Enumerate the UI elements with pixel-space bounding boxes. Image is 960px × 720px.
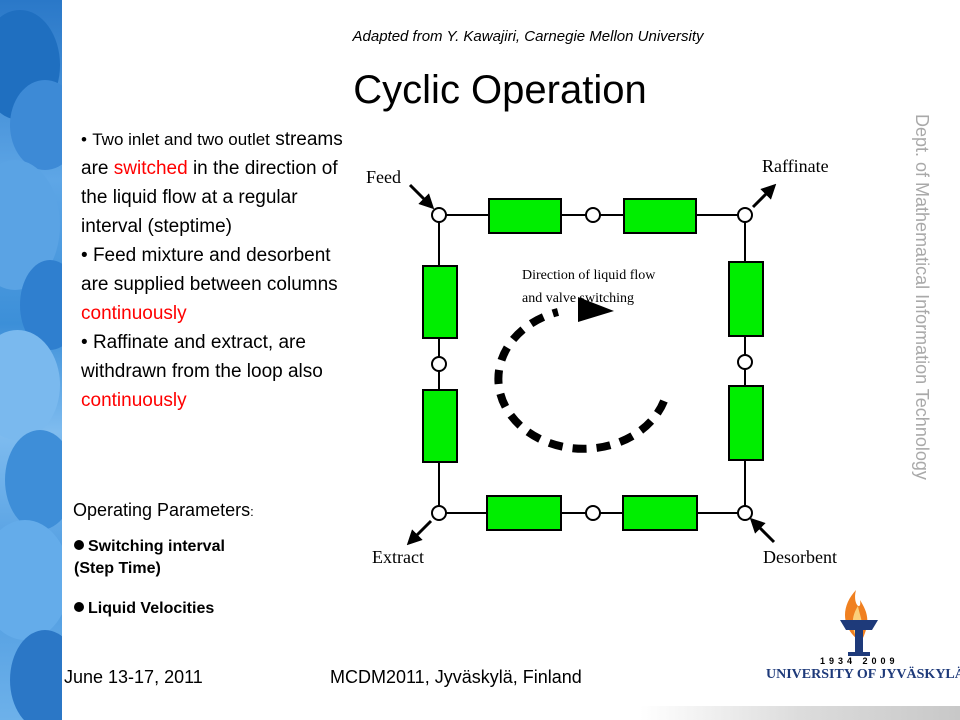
- footer-date: June 13-17, 2011: [64, 667, 203, 687]
- direction-label-line2: and valve switching: [522, 291, 634, 306]
- bullet-dot-icon: [74, 602, 84, 612]
- bullet-2-highlight: continuously: [81, 303, 187, 324]
- bullet-1-text-a: Two inlet and two outlet: [92, 130, 270, 149]
- valve: [431, 505, 447, 521]
- university-years: 1934 2009: [820, 656, 899, 666]
- footer-conference: MCDM2011, Jyväskylä, Finland: [330, 667, 582, 687]
- department-vertical-text: Dept. of Mathematical Information Techno…: [912, 114, 932, 480]
- direction-label-line1: Direction of liquid flow: [522, 268, 656, 283]
- params-heading: Operating Parameters:: [73, 500, 254, 521]
- torch-icon: [840, 620, 878, 656]
- valve: [431, 356, 447, 372]
- valve: [737, 354, 753, 370]
- raffinate-label: Raffinate: [762, 156, 829, 176]
- footer-decorative-bar: [640, 706, 960, 720]
- feed-label: Feed: [366, 167, 401, 187]
- column: [622, 495, 698, 531]
- desorbent-label: Desorbent: [763, 547, 837, 567]
- columns: [422, 198, 764, 531]
- bullet-dot-icon: [74, 540, 84, 550]
- valves: [431, 207, 753, 521]
- bullet-list: • Two inlet and two outlet streams are s…: [81, 125, 356, 415]
- bullet-3-highlight: continuously: [81, 390, 187, 411]
- column: [422, 389, 458, 463]
- valve: [431, 207, 447, 223]
- bullet-item-3: • Raffinate and extract, are withdrawn f…: [81, 328, 356, 415]
- param-item-switching: Switching interval (Step Time): [74, 536, 225, 580]
- circular-flow-arrow: [494, 308, 668, 453]
- extract-arrow: [406, 519, 433, 546]
- bullet-2-text: Feed mixture and desorbent are supplied …: [81, 245, 338, 295]
- bullet-item-2: • Feed mixture and desorbent are supplie…: [81, 241, 356, 328]
- column: [623, 198, 697, 234]
- column: [728, 261, 764, 337]
- valve: [585, 207, 601, 223]
- column: [486, 495, 562, 531]
- desorbent-arrow: [749, 517, 776, 544]
- params-heading-text: Operating Parameters: [73, 500, 251, 520]
- bullet-1-text-c: in the direction of the liquid flow at a…: [81, 158, 338, 237]
- credit-line: Adapted from Y. Kawajiri, Carnegie Mello…: [352, 28, 704, 45]
- loop-line: [438, 214, 746, 514]
- params-heading-colon: :: [250, 504, 254, 519]
- bullet-marker: •: [81, 332, 88, 353]
- column: [728, 385, 764, 461]
- bullet-1-highlight: switched: [113, 158, 188, 179]
- column: [488, 198, 562, 234]
- param-item-velocities: Liquid Velocities: [74, 598, 214, 620]
- valve: [585, 505, 601, 521]
- column: [422, 265, 458, 339]
- university-logo-icon: [840, 590, 878, 656]
- param-1-line1: Switching interval: [88, 538, 225, 555]
- valve: [737, 207, 753, 223]
- bullet-3-text: Raffinate and extract, are withdrawn fro…: [81, 332, 323, 382]
- raffinate-arrow: [751, 183, 777, 209]
- smb-cycle-diagram: Feed Raffinate Extract Desorbent Directi…: [366, 156, 837, 567]
- bullet-1-text-b: streams are: [81, 129, 343, 179]
- feed-arrow: [408, 183, 435, 210]
- bullet-item-1: • Two inlet and two outlet streams are s…: [81, 125, 356, 241]
- param-1-line2: (Step Time): [74, 560, 161, 577]
- decorative-stones-image: [0, 0, 62, 720]
- param-2-text: Liquid Velocities: [88, 600, 215, 617]
- slide-title: Cyclic Operation: [353, 68, 647, 112]
- bullet-marker: •: [81, 245, 88, 266]
- extract-label: Extract: [372, 547, 424, 567]
- bullet-marker: •: [81, 130, 87, 149]
- circular-flow-arrowhead: [578, 297, 614, 322]
- valve: [737, 505, 753, 521]
- university-name: UNIVERSITY OF JYVÄSKYLÄ: [766, 667, 960, 682]
